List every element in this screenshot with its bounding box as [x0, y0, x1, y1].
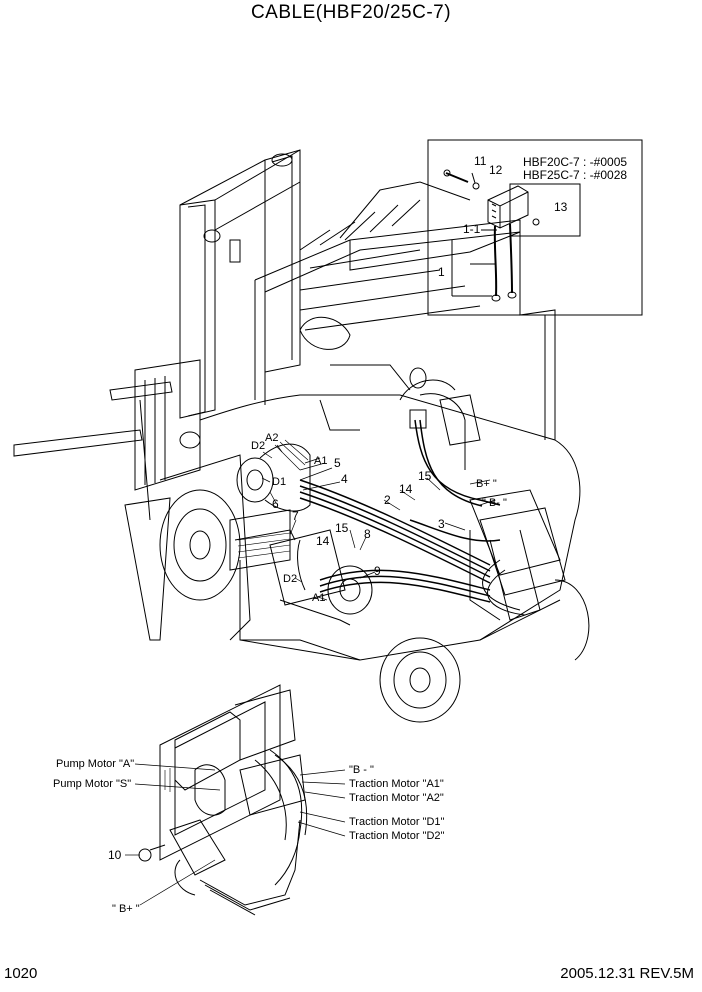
page-number: 1020 — [4, 965, 38, 982]
callout-14-upper: 14 — [399, 482, 413, 496]
pump-motor-lower — [269, 529, 373, 626]
legend-b-minus: "B - " — [349, 764, 374, 776]
callout-d2-lower: D2 — [283, 573, 298, 585]
inset-item-1-1: 1-1 — [463, 222, 481, 236]
callout-a1-lower: A1 — [312, 592, 326, 604]
front-wheel — [159, 489, 241, 601]
callout-2: 2 — [384, 493, 391, 507]
callout-15-upper: 15 — [418, 469, 432, 483]
callout-a1-upper: A1 — [314, 455, 328, 467]
inset-item-13: 13 — [554, 200, 568, 214]
callout-14-lower: 14 — [316, 534, 330, 548]
traction-motor-upper — [236, 439, 311, 512]
revision-date: 2005.12.31 REV.5M — [560, 965, 694, 982]
controllers-main — [409, 409, 566, 621]
callout-7: 7 — [292, 509, 299, 523]
inset-item-11: 11 — [474, 154, 487, 168]
cable-bundle-main — [299, 419, 501, 603]
legend-traction-d2: Traction Motor "D2" — [349, 830, 445, 842]
page-title: CABLE(HBF20/25C-7) — [250, 2, 452, 23]
callout-15-lower: 15 — [335, 521, 349, 535]
rear-wheel — [379, 579, 590, 723]
callout-6: 6 — [272, 497, 279, 511]
callout-5: 5 — [334, 456, 341, 470]
legend-traction-a1: Traction Motor "A1" — [349, 778, 444, 790]
callout-bminus: " B- " — [482, 497, 507, 509]
legend-leader-lines — [125, 763, 346, 906]
overhead-guard — [254, 181, 556, 440]
inset-item-12: 12 — [489, 163, 503, 177]
chassis — [159, 316, 581, 661]
serial-hbf20: HBF20C-7 : -#0005 — [523, 155, 628, 169]
inset-box — [427, 139, 643, 316]
legend-traction-d1: Traction Motor "D1" — [349, 816, 445, 828]
callout-a2-upper: A2 — [265, 432, 279, 444]
forks — [13, 381, 173, 641]
callout-d1-upper: D1 — [272, 476, 287, 488]
callout-9: 9 — [374, 564, 381, 578]
legend-traction-a2: Traction Motor "A2" — [349, 792, 444, 804]
callout-4: 4 — [341, 472, 348, 486]
callout-bplus: B+ " — [476, 478, 497, 490]
callout-10: 10 — [108, 848, 122, 862]
inset-item-1: 1 — [438, 265, 445, 279]
leader-lines — [261, 444, 496, 601]
serial-hbf25: HBF25C-7 : -#0028 — [523, 168, 628, 182]
legend-pump-motor-a: Pump Motor "A" — [56, 758, 135, 770]
legend-pump-motor-s: Pump Motor "S" — [53, 778, 132, 790]
callout-d2-upper: D2 — [251, 440, 266, 452]
callout-8: 8 — [364, 527, 371, 541]
callout-3: 3 — [438, 517, 445, 531]
legend-b-plus: " B+ " — [112, 903, 140, 915]
controller-detail — [138, 684, 308, 916]
